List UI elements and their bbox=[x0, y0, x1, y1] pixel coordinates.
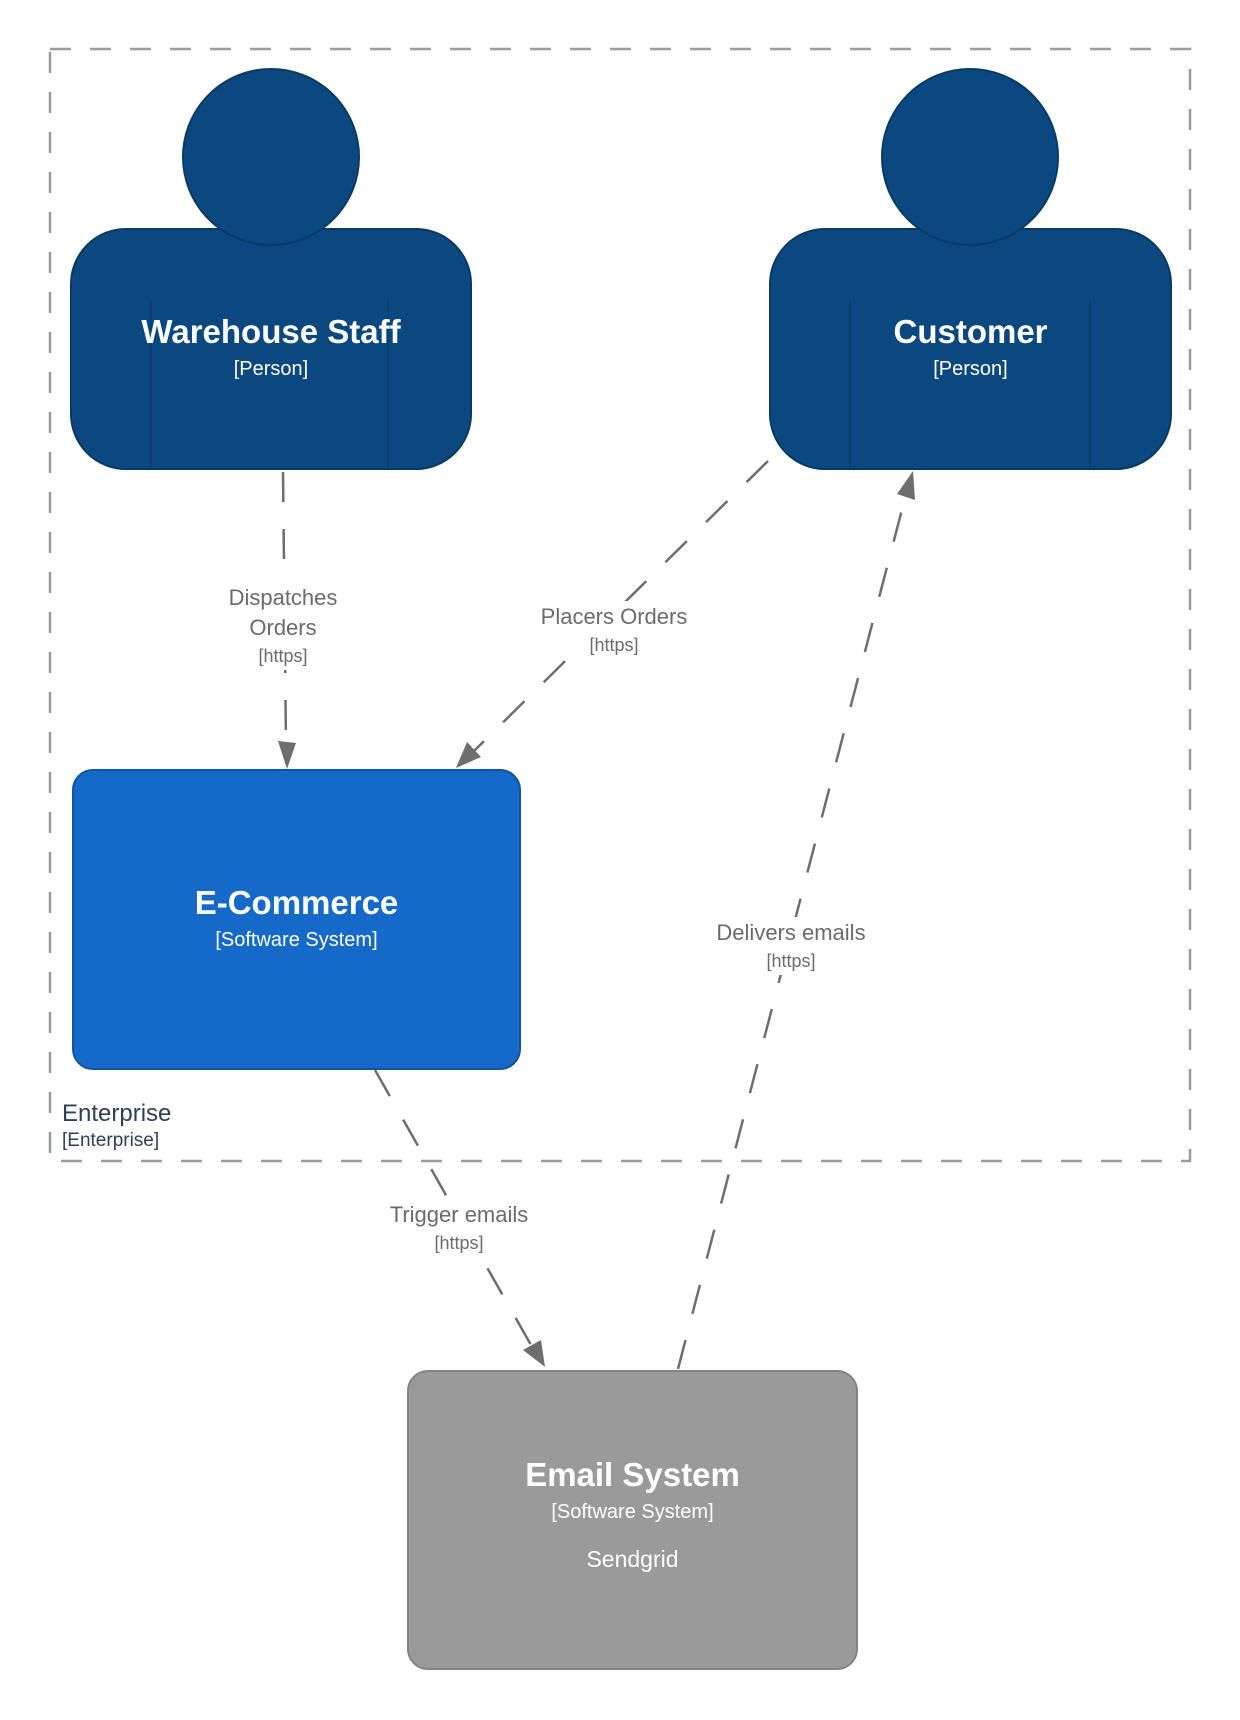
edge-dispatches-orders[interactable] bbox=[281, 471, 288, 746]
edge-trigger-emails[interactable] bbox=[373, 1069, 533, 1346]
person-arm-line bbox=[849, 300, 851, 468]
edge-delivers-emails-arrowhead bbox=[897, 471, 915, 500]
person-arm-line bbox=[387, 300, 389, 468]
node-email-system[interactable] bbox=[407, 1370, 858, 1670]
edge-delivers-emails[interactable] bbox=[676, 497, 907, 1370]
boundary-type-label: [Enterprise] bbox=[62, 1130, 160, 1151]
enterprise-boundary[interactable] bbox=[48, 47, 1192, 1163]
person-head-icon bbox=[182, 68, 360, 246]
node-customer[interactable] bbox=[769, 228, 1172, 470]
person-arm-line bbox=[1089, 300, 1091, 468]
edge-placers-orders[interactable] bbox=[473, 460, 769, 752]
person-arm-line bbox=[150, 300, 152, 468]
enterprise-boundary-label: Enterprise [Enterprise] bbox=[62, 1100, 171, 1154]
node-ecommerce[interactable] bbox=[72, 769, 521, 1070]
node-warehouse-staff[interactable] bbox=[70, 228, 472, 470]
edge-trigger-emails-arrowhead bbox=[523, 1340, 545, 1367]
edge-placers-orders-arrowhead bbox=[456, 742, 481, 768]
boundary-title: Enterprise bbox=[62, 1100, 172, 1127]
person-head-icon bbox=[881, 68, 1059, 246]
edge-dispatches-orders-arrowhead bbox=[278, 741, 296, 769]
